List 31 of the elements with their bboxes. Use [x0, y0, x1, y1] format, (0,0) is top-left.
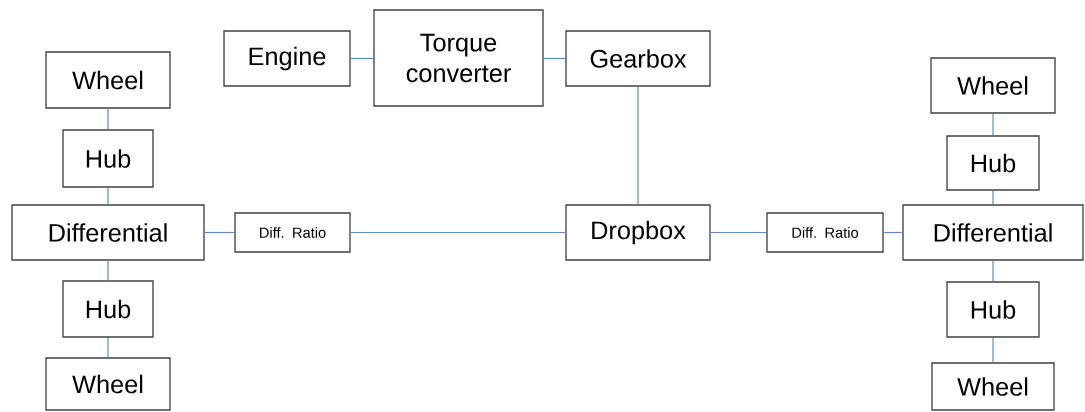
component-box: Torque converter	[373, 9, 544, 107]
component-box: Engine	[223, 30, 351, 87]
component-box: Differential	[902, 204, 1084, 261]
component-box: Hub	[62, 129, 154, 188]
component-box: Hub	[946, 281, 1040, 338]
connector-line	[107, 187, 109, 205]
component-box: Wheel	[931, 362, 1055, 411]
component-box: Hub	[946, 135, 1040, 191]
connector-line	[637, 86, 639, 205]
component-box: Wheel	[45, 51, 171, 109]
component-box: Hub	[62, 280, 154, 338]
connector-line	[992, 260, 994, 282]
component-box: Dropbox	[565, 204, 711, 261]
ratio-box: Diff. Ratio	[234, 212, 351, 253]
component-box: Differential	[11, 204, 205, 261]
connector-line	[992, 337, 994, 363]
connector-line	[350, 57, 374, 60]
connector-line	[107, 108, 109, 130]
connector-line	[543, 57, 566, 60]
connector-line	[992, 190, 994, 205]
component-box: Gearbox	[565, 30, 711, 87]
connector-line	[992, 113, 994, 136]
connector-line	[883, 231, 903, 234]
component-box: Wheel	[45, 357, 171, 411]
connector-line	[204, 231, 235, 234]
component-box: Wheel	[930, 57, 1056, 114]
connector-line	[107, 337, 109, 358]
connector-line	[350, 231, 566, 234]
connector-line	[107, 260, 109, 281]
ratio-box: Diff. Ratio	[766, 212, 884, 253]
connector-line	[710, 231, 767, 234]
